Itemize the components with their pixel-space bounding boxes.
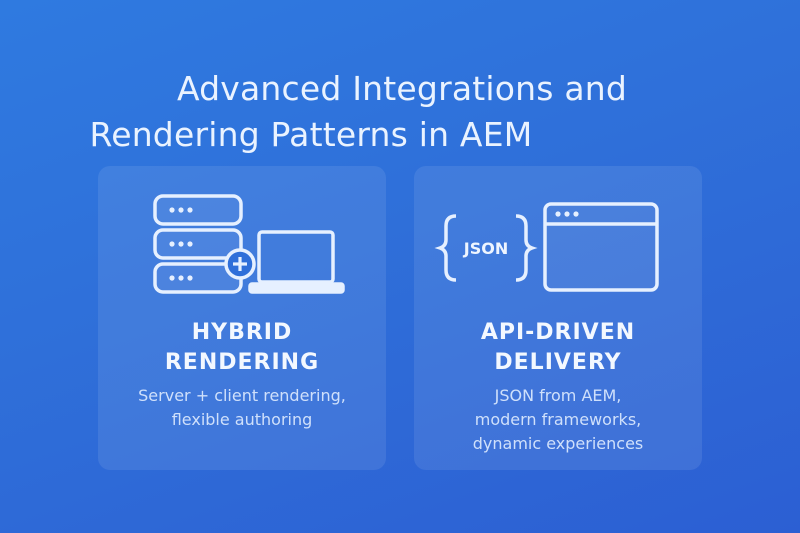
description-line-2: modern frameworks,	[474, 410, 642, 429]
heading-line-2: RENDERING	[164, 350, 320, 375]
plus-icon	[224, 248, 256, 280]
description-line-3: dynamic experiences	[472, 434, 644, 453]
hybrid-rendering-card: HYBRID RENDERING Server + client renderi…	[98, 166, 386, 470]
hybrid-rendering-illustration	[153, 194, 345, 294]
laptop-icon	[248, 230, 345, 294]
browser-window-icon	[543, 202, 659, 292]
api-driven-delivery-heading: API-DRIVEN DELIVERY	[414, 318, 702, 378]
heading-line-2: DELIVERY	[494, 350, 622, 375]
description-line-1: JSON from AEM,	[494, 386, 622, 405]
hybrid-rendering-description: Server + client rendering, flexible auth…	[98, 384, 386, 432]
hybrid-rendering-heading: HYBRID RENDERING	[98, 318, 386, 378]
description-line-2: flexible authoring	[171, 410, 313, 429]
api-delivery-illustration: JSON	[434, 202, 659, 292]
server-stack-icon	[153, 194, 243, 294]
json-label: JSON	[463, 239, 508, 258]
title-line-1: Advanced Integrations and	[176, 69, 628, 109]
api-driven-delivery-description: JSON from AEM, modern frameworks, dynami…	[414, 384, 702, 456]
heading-line-1: HYBRID	[191, 320, 293, 345]
title-line-2: Rendering Patterns in AEM	[89, 115, 533, 155]
description-line-1: Server + client rendering,	[138, 386, 346, 405]
heading-line-1: API-DRIVEN	[480, 320, 636, 345]
json-braces-icon: JSON	[434, 214, 538, 282]
page-title: Advanced Integrations and Rendering Patt…	[0, 66, 800, 158]
api-driven-delivery-card: JSON API-DRIVEN DELIVERY JSON from AEM, …	[414, 166, 702, 470]
